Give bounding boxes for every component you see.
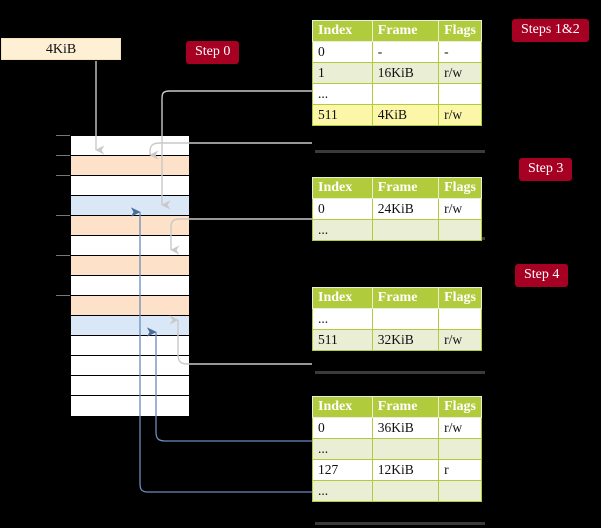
table-cell: [438, 308, 482, 330]
badge-step-4: Step 4: [515, 264, 569, 287]
badge-steps-1-2: Steps 1&2: [512, 19, 589, 42]
table-cell: -: [438, 41, 482, 63]
physical-memory-column: [70, 135, 190, 416]
memory-frame-row: [71, 276, 189, 296]
table-cell: 12KiB: [371, 459, 440, 481]
memory-frame-row: [71, 136, 189, 156]
memory-frame-row: [71, 356, 189, 376]
table-cell: [438, 83, 482, 105]
memory-frame-row: [71, 156, 189, 176]
memory-frame-row: [71, 336, 189, 356]
row-tick: [56, 175, 72, 176]
table-row: ...: [312, 308, 482, 330]
table-row: ...: [312, 219, 482, 241]
table-cell: [371, 438, 440, 460]
table-row: ...: [312, 438, 482, 460]
memory-frame-row: [71, 236, 189, 256]
row-tick: [56, 295, 72, 296]
table-cell: ...: [312, 308, 373, 330]
table-cell: 127: [312, 459, 373, 481]
badge-step-0: Step 0: [186, 41, 240, 64]
table-cell: 1: [312, 62, 373, 84]
table-cell: ...: [312, 219, 373, 241]
table-cell: 24KiB: [371, 198, 440, 220]
table-header-flags: Flags: [438, 287, 482, 309]
memory-frame-row: [71, 396, 189, 416]
table-cell: [371, 219, 440, 241]
table-cell: [371, 480, 440, 502]
table-header-index: Index: [312, 20, 373, 42]
table-cell: 0: [312, 198, 373, 220]
table-cell: 511: [312, 329, 373, 351]
table-header-frame: Frame: [371, 20, 440, 42]
wire-step4: [169, 315, 312, 365]
table-cell: [371, 308, 440, 330]
table-cell: -: [371, 41, 440, 63]
table-header-frame: Frame: [371, 177, 440, 199]
table-header-flags: Flags: [438, 177, 482, 199]
row-tick: [56, 135, 72, 136]
table-cell: 0: [312, 417, 373, 439]
table-cell: [438, 480, 482, 502]
memory-frame-row: [71, 256, 189, 276]
table-cell: [371, 83, 440, 105]
table-cell: 36KiB: [371, 417, 440, 439]
table-shadow: [315, 150, 485, 153]
table-cell: 511: [312, 104, 373, 126]
table-cell: [438, 438, 482, 460]
table-cell: r/w: [438, 417, 482, 439]
memory-frame-row: [71, 196, 189, 216]
table-cell: r: [438, 459, 482, 481]
table-cell: 16KiB: [371, 62, 440, 84]
row-tick: [56, 255, 72, 256]
memory-frame-row: [71, 176, 189, 196]
table-header-flags: Flags: [438, 396, 482, 418]
table-cell: r/w: [438, 198, 482, 220]
frame-box-4kib: 4KiB: [1, 38, 121, 60]
memory-frame-row: [71, 216, 189, 236]
table-cell: ...: [312, 438, 373, 460]
table-cell: 32KiB: [371, 329, 440, 351]
table-row: ...: [312, 83, 482, 105]
wire-step3: [170, 218, 312, 255]
table-cell: 0: [312, 41, 373, 63]
table-header-frame: Frame: [371, 396, 440, 418]
memory-frame-row: [71, 376, 189, 396]
table-cell: [438, 219, 482, 241]
table-cell: r/w: [438, 62, 482, 84]
table-cell: r/w: [438, 104, 482, 126]
row-tick: [56, 215, 72, 216]
memory-frame-row: [71, 316, 189, 336]
row-tick: [56, 155, 72, 156]
table-header-index: Index: [312, 396, 373, 418]
table-row: ...: [312, 480, 482, 502]
table-cell: 4KiB: [371, 104, 440, 126]
table-cell: r/w: [438, 329, 482, 351]
memory-frame-row: [71, 296, 189, 316]
table-shadow: [315, 522, 485, 525]
table-shadow: [315, 371, 485, 374]
table-header-flags: Flags: [438, 20, 482, 42]
table-cell: ...: [312, 480, 373, 502]
table-row: 0--: [312, 41, 482, 63]
table-header-frame: Frame: [371, 287, 440, 309]
badge-step-3: Step 3: [519, 158, 573, 181]
table-header-index: Index: [312, 287, 373, 309]
table-header-index: Index: [312, 177, 373, 199]
table-cell: ...: [312, 83, 373, 105]
